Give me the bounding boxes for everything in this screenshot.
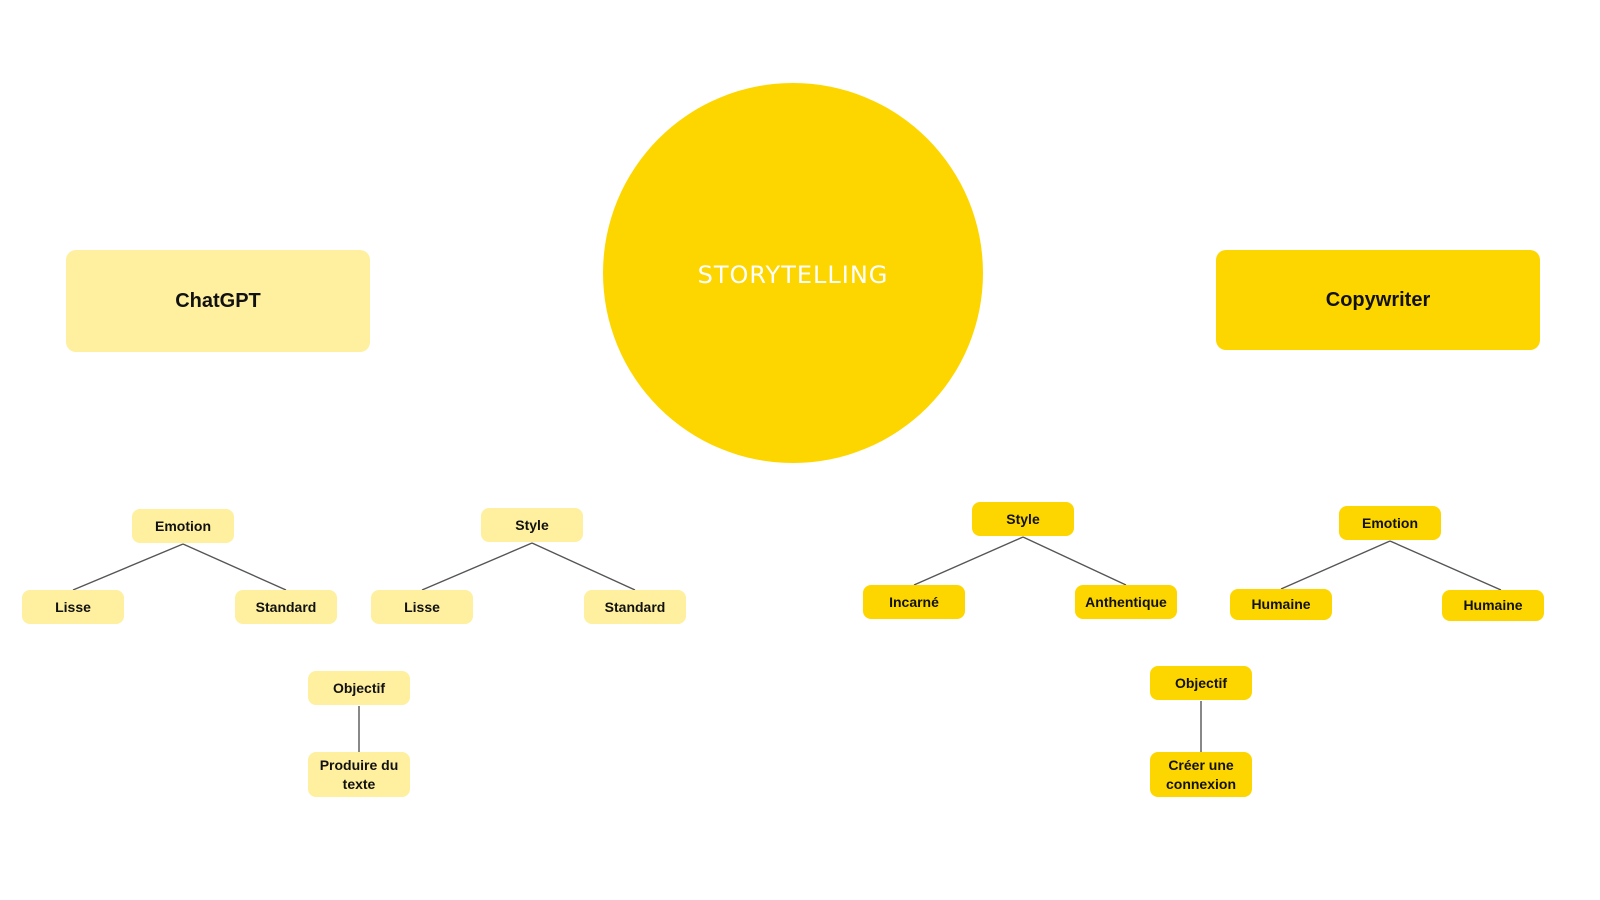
- connector-line: [182, 543, 287, 591]
- connector-line: [1389, 540, 1502, 591]
- copywriter-objectif-node[interactable]: Objectif: [1150, 666, 1252, 700]
- chatgpt-box[interactable]: ChatGPT: [66, 250, 370, 352]
- copywriter-objectif-child[interactable]: Créer une connexion: [1150, 752, 1252, 797]
- copywriter-emotion-child[interactable]: Humaine: [1442, 590, 1544, 621]
- connector-line: [913, 536, 1024, 586]
- chatgpt-style-child[interactable]: Standard: [584, 590, 686, 624]
- connector-line: [1022, 536, 1127, 586]
- copywriter-style-child[interactable]: Incarné: [863, 585, 965, 619]
- connector-line: [531, 542, 636, 591]
- copywriter-style-node[interactable]: Style: [972, 502, 1074, 536]
- copywriter-box[interactable]: Copywriter: [1216, 250, 1540, 350]
- copywriter-style-child[interactable]: Anthentique: [1075, 585, 1177, 619]
- central-topic-circle[interactable]: STORYTELLING: [603, 83, 983, 463]
- copywriter-emotion-child[interactable]: Humaine: [1230, 589, 1332, 620]
- chatgpt-style-node[interactable]: Style: [481, 508, 583, 542]
- connector-line: [72, 543, 184, 591]
- central-topic-label: STORYTELLING: [697, 261, 889, 289]
- connector-line: [421, 542, 533, 591]
- copywriter-emotion-node[interactable]: Emotion: [1339, 506, 1441, 540]
- chatgpt-emotion-node[interactable]: Emotion: [132, 509, 234, 543]
- chatgpt-emotion-child[interactable]: Standard: [235, 590, 337, 624]
- chatgpt-emotion-child[interactable]: Lisse: [22, 590, 124, 624]
- chatgpt-style-child[interactable]: Lisse: [371, 590, 473, 624]
- chatgpt-objectif-node[interactable]: Objectif: [308, 671, 410, 705]
- chatgpt-objectif-child[interactable]: Produire du texte: [308, 752, 410, 797]
- connector-line: [1280, 540, 1391, 590]
